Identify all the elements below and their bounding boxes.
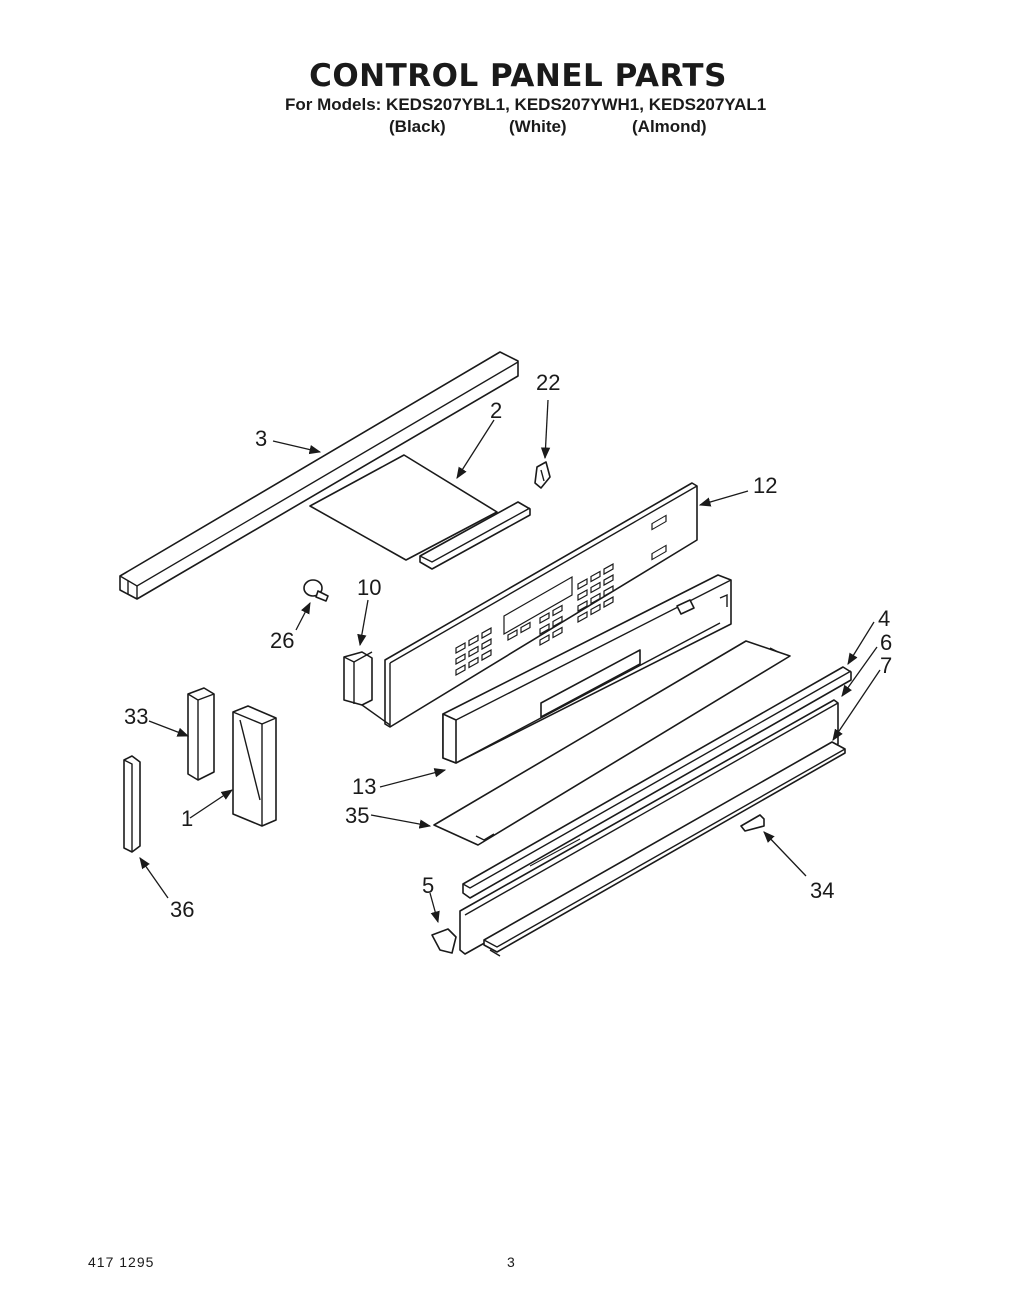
panel-button: [590, 592, 601, 605]
page-title: CONTROL PANEL PARTS: [309, 58, 727, 94]
panel-button: [552, 615, 563, 628]
part-4-front-trim: [462, 666, 852, 899]
panel-button: [539, 633, 550, 647]
callout-12: 12: [753, 473, 777, 498]
model-color-almond: (Almond): [632, 117, 707, 136]
panel-button: [603, 585, 614, 598]
callout-36: 36: [170, 897, 194, 922]
panel-button: [590, 570, 601, 583]
leader-lines: [139, 399, 881, 924]
callout-34: 34: [810, 878, 834, 903]
part-1-end-bracket: [232, 705, 277, 827]
part-22-clip: [534, 461, 551, 489]
callout-10: 10: [357, 575, 381, 600]
part-12-control-panel: [384, 482, 698, 728]
part-33-side-bracket: [187, 687, 215, 781]
callout-1: 1: [181, 806, 193, 831]
part-2-shield: [309, 454, 531, 570]
callout-13: 13: [352, 774, 376, 799]
callout-35: 35: [345, 803, 369, 828]
panel-button: [552, 604, 563, 617]
part-13-rear-panel: [442, 574, 732, 764]
callout-26: 26: [270, 628, 294, 653]
document-number: 417 1295: [88, 1254, 155, 1270]
part-7-bottom-trim: [483, 741, 846, 957]
part-3-top-trim: [119, 351, 519, 600]
panel-button: [577, 588, 588, 602]
callout-4: 4: [878, 606, 890, 631]
part-6-trim-strip: [459, 699, 839, 955]
part-26-knob: [303, 579, 329, 602]
panel-button: [577, 610, 588, 624]
callout-3: 3: [255, 426, 267, 451]
panel-button: [590, 603, 601, 616]
part-36-side-strip: [123, 755, 141, 853]
callout-5: 5: [422, 873, 434, 898]
page-number: 3: [507, 1254, 515, 1270]
part-34-clip: [740, 814, 765, 832]
callout-6: 6: [880, 630, 892, 655]
callout-33: 33: [124, 704, 148, 729]
panel-button: [603, 574, 614, 587]
panel-button: [577, 599, 588, 613]
panel-button: [481, 649, 492, 662]
callout-7: 7: [880, 653, 892, 678]
callout-2: 2: [490, 398, 502, 423]
panel-button: [539, 622, 550, 636]
model-color-white: (White): [509, 117, 567, 136]
panel-button: [603, 596, 614, 609]
panel-button: [507, 628, 518, 642]
callout-22: 22: [536, 370, 560, 395]
panel-button: [468, 645, 479, 658]
part-5-end-cap: [431, 928, 457, 954]
models-line: For Models: KEDS207YBL1, KEDS207YWH1, KE…: [285, 95, 767, 114]
panel-display-window: [503, 575, 573, 636]
panel-button: [468, 634, 479, 647]
panel-button: [481, 638, 492, 651]
panel-button: [520, 621, 531, 634]
panel-button: [539, 611, 550, 625]
panel-button: [481, 627, 492, 640]
panel-button: [590, 581, 601, 594]
panel-button: [455, 641, 466, 655]
panel-button: [603, 563, 614, 576]
panel-button: [455, 652, 466, 666]
model-color-black: (Black): [389, 117, 446, 136]
callout-labels: 1 2 3 4 5 6 7 10 12 13 22 26 33 34 35 36: [124, 370, 892, 922]
part-10-bracket: [343, 651, 391, 726]
panel-button: [552, 626, 563, 639]
panel-button: [468, 656, 479, 669]
part-35-plate: [433, 640, 791, 846]
panel-button: [455, 663, 466, 677]
panel-button: [577, 577, 588, 591]
